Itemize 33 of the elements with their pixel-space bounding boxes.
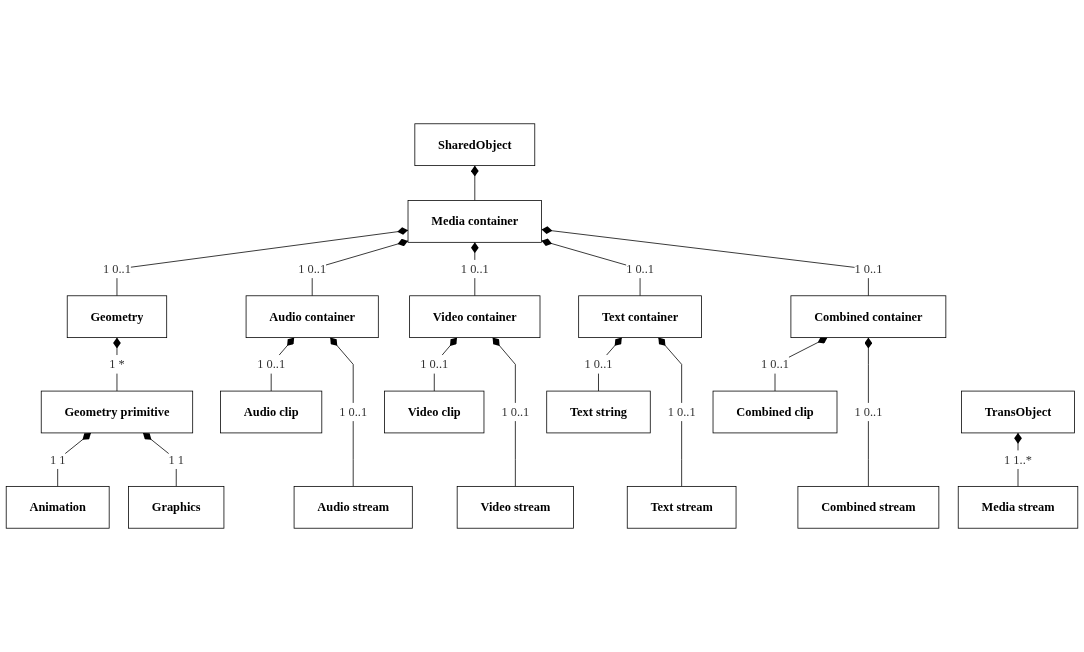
- multiplicity-label: 1 0..1: [761, 355, 789, 374]
- class-box: Text stream: [626, 486, 737, 529]
- multiplicity-label: 1 0..1: [584, 355, 613, 374]
- class-box: Combined clip: [712, 390, 838, 434]
- multiplicity-label: 1 *: [109, 355, 125, 374]
- class-box: Geometry: [66, 295, 168, 338]
- class-box: Media container: [407, 200, 542, 243]
- multiplicity-label: 1 0..1: [257, 355, 286, 374]
- class-box: Text string: [546, 390, 651, 434]
- multiplicity-label: 1 0..1: [420, 355, 449, 374]
- class-box: Video container: [409, 295, 541, 338]
- class-box: Combined container: [790, 295, 947, 338]
- class-box: Audio stream: [293, 486, 413, 529]
- multiplicity-label: 1 1: [168, 450, 184, 469]
- multiplicity-label: 1 0..1: [667, 402, 696, 422]
- class-box: Audio clip: [220, 390, 323, 434]
- class-box: Animation: [5, 486, 110, 529]
- class-box: SharedObject: [414, 123, 536, 166]
- class-box: Video stream: [456, 486, 574, 529]
- class-box: Geometry primitive: [40, 390, 194, 434]
- class-box: Graphics: [128, 486, 225, 529]
- class-box: Combined stream: [797, 486, 940, 529]
- multiplicity-label: 1 0..1: [854, 402, 883, 422]
- class-box: Text container: [578, 295, 702, 338]
- multiplicity-label: 1 1..*: [1004, 450, 1032, 469]
- multiplicity-label: 1 0..1: [339, 402, 368, 422]
- class-box: Media stream: [957, 486, 1079, 529]
- class-box: Audio container: [245, 295, 379, 338]
- class-box: Video clip: [384, 390, 485, 434]
- multiplicity-label: 1 1: [49, 450, 66, 469]
- class-box: TransObject: [961, 390, 1075, 434]
- multiplicity-label: 1 0..1: [501, 402, 530, 422]
- multiplicity-label: 1 0..1: [460, 259, 489, 279]
